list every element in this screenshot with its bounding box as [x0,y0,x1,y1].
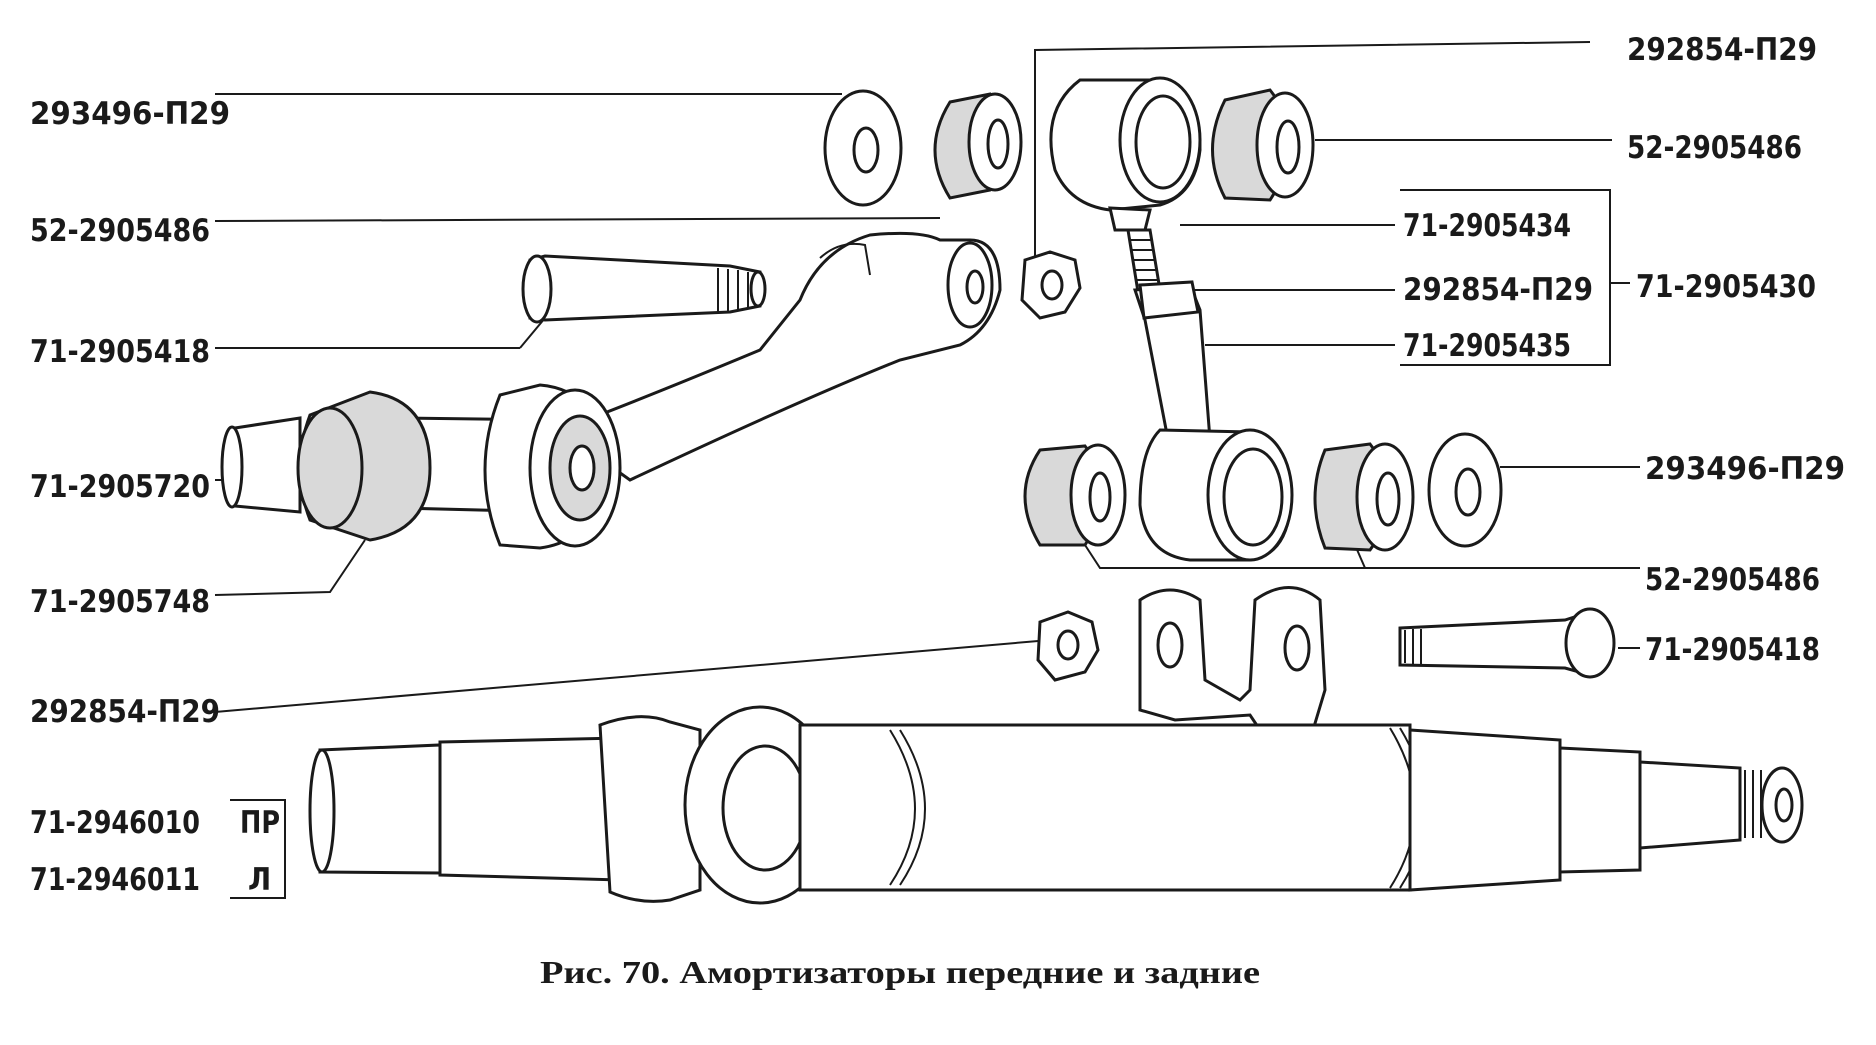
label-bushing-top-right: 52-2905486 [1627,130,1802,166]
label-arm-bushing: 71-2905748 [30,584,210,620]
label-link-nut: 292854-П29 [1403,272,1593,308]
label-nut-lower: 292854-П29 [30,694,220,730]
label-shock-left: 71-2946011 [30,862,200,898]
label-link-assembly: 71-2905430 [1636,269,1816,305]
label-link-bottom-eye: 71-2905435 [1403,328,1571,364]
mounting-bracket [1138,586,1327,742]
label-shock-right: 71-2946010 [30,805,200,841]
mark-right-side: ПР [240,805,280,841]
link-rod [1132,280,1212,452]
label-bushing-top-left: 52-2905486 [30,213,210,249]
label-bolt-top-left: 71-2905418 [30,334,210,370]
bolt-lower-right [1398,607,1616,679]
mark-left-side: Л [248,862,271,898]
shock-arm-top [556,231,1002,482]
washer-top-left [823,89,903,207]
callout-labels: 293496-П29 52-2905486 71-2905418 71-2905… [30,32,1845,898]
label-washer-top-left: 293496-П29 [30,96,230,132]
bolt-top-left [521,254,767,324]
shock-absorber-body [308,705,1804,905]
nut-top [1020,250,1082,320]
label-link-top-eye: 71-2905434 [1403,208,1571,244]
arm-bushing-left [296,390,432,542]
washer-right [1427,432,1503,548]
label-washer-right: 293496-П29 [1645,451,1845,487]
nut-lower [1036,610,1100,682]
label-bolt-lower-right: 71-2905418 [1645,632,1820,668]
label-bushings-lower: 52-2905486 [1645,562,1820,598]
link-top-eye [1049,76,1202,232]
label-nut-top: 292854-П29 [1627,32,1817,68]
label-arm-shaft: 71-2905720 [30,469,210,505]
bushing-lower-left [1023,443,1127,547]
arm-bushing-right [483,383,622,550]
bushing-top-right [1211,88,1315,202]
bushing-lower-right [1313,442,1415,552]
bushing-top-left [933,92,1023,200]
figure-caption: Рис. 70. Амортизаторы передние и задние [540,954,1260,990]
leader-lines [214,41,1640,899]
link-bottom-eye [1138,428,1294,562]
